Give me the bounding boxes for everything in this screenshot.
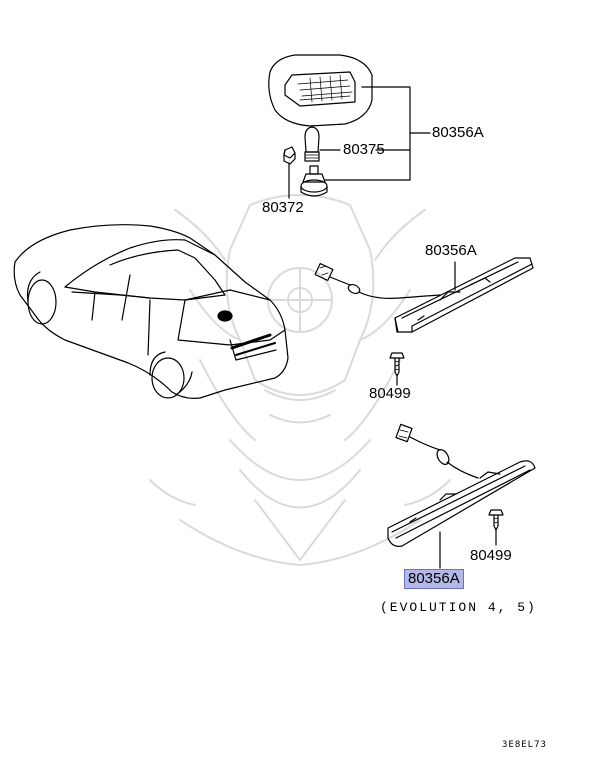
brake-lamp-evo-icon [387, 460, 536, 547]
connector-low-icon [395, 423, 479, 479]
diagram-code: 3E8EL73 [502, 740, 547, 750]
label-80375[interactable]: 80375 [343, 141, 385, 158]
clip-icon [283, 146, 296, 165]
screw-mid-icon [389, 352, 405, 386]
label-80356a-top[interactable]: 80356A [432, 124, 484, 141]
bulb-icon [304, 126, 320, 162]
label-80499-low[interactable]: 80499 [470, 547, 512, 564]
watermark-emblem [149, 194, 451, 566]
label-80499-mid[interactable]: 80499 [369, 385, 411, 402]
brake-lamp-top-icon [268, 54, 373, 127]
car-outline-icon [13, 224, 289, 399]
socket-icon [300, 165, 328, 197]
connector-mid-icon [314, 263, 441, 299]
leader-lines-top [288, 86, 431, 199]
evolution-note: (EVOLUTION 4, 5) [380, 600, 537, 615]
label-80356a-mid[interactable]: 80356A [425, 242, 477, 259]
label-80356a-low-highlighted[interactable]: 80356A [404, 569, 464, 589]
brake-lamp-bar-icon [394, 257, 534, 333]
screw-low-icon [488, 509, 504, 546]
label-80372[interactable]: 80372 [262, 199, 304, 216]
